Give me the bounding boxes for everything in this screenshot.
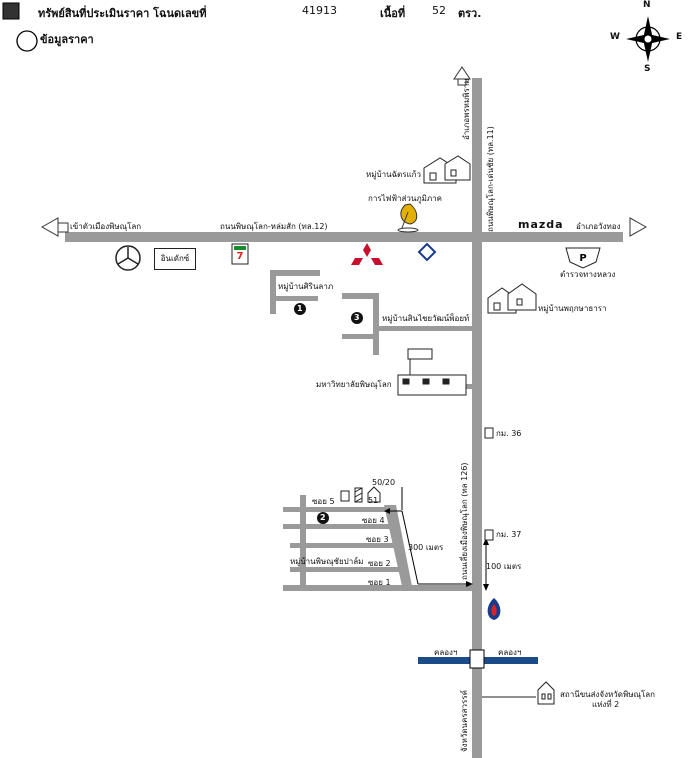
road-label-to-wangthong: อำเภอวังทอง	[576, 222, 621, 231]
gas-station-icon	[487, 598, 501, 620]
road-main-vertical	[472, 78, 482, 758]
km37-icon	[484, 529, 494, 541]
road-label-to-nakhonsawan: จังหวัดนครสวรรค์	[460, 690, 469, 752]
arrow-west	[40, 217, 59, 237]
electricity-label: การไฟฟ้าส่วนภูมิภาค	[368, 194, 442, 203]
soi-1-label: ซอย 1	[368, 578, 391, 587]
bus-terminal-label: สถานีขนส่งจังหวัดพิษณุโลก	[560, 690, 655, 699]
police-icon: P	[565, 247, 601, 269]
electricity-icon	[397, 203, 419, 233]
km36-label: กม. 36	[496, 429, 522, 438]
legend-circle	[16, 30, 38, 52]
village-pruksa-label: หมู่บ้านพฤกษาธารา	[538, 304, 607, 313]
area-unit: ตรว.	[458, 7, 482, 20]
village-chaiyakaew-label: หมู่บ้านฉัตรแก้ว	[366, 170, 422, 179]
compass-icon	[626, 16, 670, 62]
property-label: ทรัพย์สินที่ประเมินราคา โฉนดเลขที่	[38, 7, 207, 20]
soi-3-label: ซอย 3	[366, 535, 389, 544]
road-sirinlak	[270, 270, 276, 314]
soi-2-label: ซอย 2	[368, 559, 391, 568]
university-label: มหาวิทยาลัยพิษณุโลก	[316, 380, 392, 389]
marker-1-label: 1	[297, 304, 303, 313]
road-label-to-phromphiram: อำเภอพรหมพิราม	[462, 78, 471, 140]
km36-icon	[484, 427, 494, 439]
marker-2-label: 2	[320, 513, 326, 522]
mazda-label: mazda	[518, 218, 564, 231]
price-data-label: ข้อมูลราคา	[40, 33, 94, 46]
compass-s: S	[644, 64, 651, 74]
road-soi-lower	[300, 495, 306, 590]
road-label-main-vertical-lower: ถนนเลี่ยงเมืองพิษณุโลก (ทล 126)	[460, 462, 469, 580]
road-label-main-vertical-upper: ถนนพิษณุโลก-เด่นชัย (ทล.11)	[486, 126, 495, 232]
canal-left-label: คลองฯ	[434, 648, 458, 657]
university-icon	[397, 348, 467, 396]
mercedes-icon	[115, 245, 141, 271]
road-main-horizontal	[65, 232, 623, 242]
village-phitsanuchai-label: หมู่บ้านพิษณุชัยปาล์ม	[290, 557, 364, 566]
soi-4-label: ซอย 4	[362, 516, 385, 525]
legend-hatched-square	[2, 2, 20, 20]
arrow-east	[629, 217, 648, 237]
subject-property-icon	[340, 486, 381, 503]
area-value: 52	[432, 4, 446, 17]
cement-shop-box: อินเดักซ์	[154, 248, 196, 270]
road-label-to-city: เข้าตัวเมืองพิษณุโลก	[70, 222, 142, 231]
compass-n: N	[643, 0, 651, 10]
marker-2-icon	[317, 512, 329, 524]
house-number-label: 50/20	[372, 478, 396, 487]
mark-51-label: 51	[368, 496, 379, 505]
cement-shop-label: อินเดักซ์	[160, 254, 190, 263]
house-pruksa-icon	[487, 283, 537, 314]
arrow-north	[453, 66, 471, 80]
svg-text:P: P	[579, 253, 586, 264]
marker-3-icon	[351, 312, 363, 324]
seven-eleven-icon: 7	[231, 243, 249, 265]
mitsubishi-icon	[351, 243, 383, 265]
area-label: เนื้อที่	[380, 7, 406, 20]
distance-100-label: 100 เมตร	[486, 562, 522, 571]
bus-terminal-2-label: แห่งที่ 2	[592, 700, 620, 709]
marker-3-label: 3	[354, 313, 360, 322]
bus-terminal-icon	[537, 681, 555, 705]
village-sirinlak-label: หมู่บ้านศิรินลาภ	[278, 282, 334, 291]
road-sinthavee	[373, 293, 379, 355]
road-label-main-horizontal: ถนนพิษณุโลก-หล่มสัก (ทล.12)	[220, 222, 328, 231]
canal-right-label: คลองฯ	[498, 648, 522, 657]
police-label: ตำรวจทางหลวง	[560, 270, 616, 279]
distance-300-label: 300 เมตร	[408, 543, 444, 552]
km37-label: กม. 37	[496, 530, 522, 539]
svg-text:7: 7	[237, 251, 244, 262]
house-chaiyakaew-icon	[423, 155, 471, 184]
compass-e: E	[676, 32, 683, 42]
marker-1-icon	[294, 303, 306, 315]
village-sinthavee-label: หมู่บ้านสินไชยวัฒน์พ็อยท์	[382, 314, 470, 323]
compass-w: W	[610, 32, 620, 42]
bank-icon	[417, 242, 437, 262]
deed-number: 41913	[302, 4, 337, 17]
soi-5-label: ซอย 5	[312, 497, 335, 506]
